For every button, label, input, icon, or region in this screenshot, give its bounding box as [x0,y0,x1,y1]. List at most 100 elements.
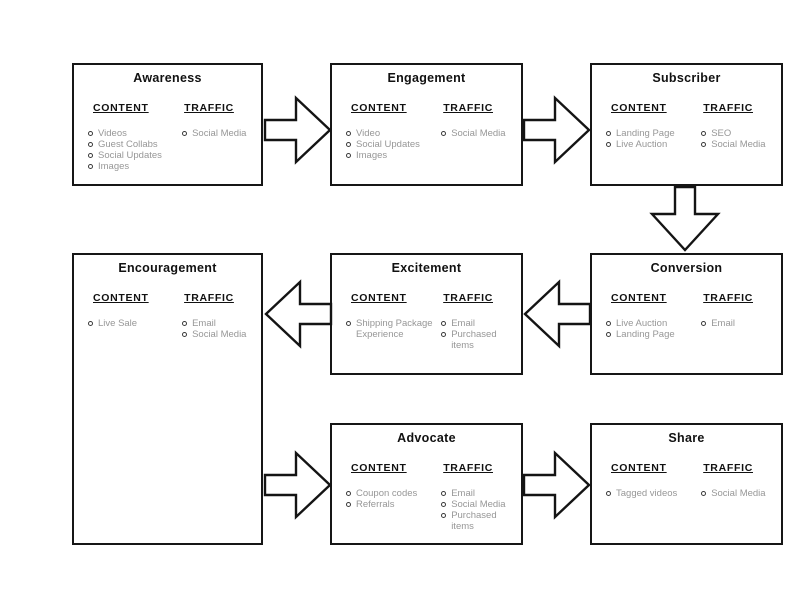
circle-bullet-icon [346,131,351,136]
list-item: Referrals [345,499,440,510]
content-list: Tagged videos [605,488,700,499]
content-column: CONTENT Live Sale [87,288,181,340]
list-item: Social Media [181,329,255,340]
stage-title-conversion: Conversion [650,261,723,275]
list-item: Live Auction [605,139,700,150]
list-item-label: Video [356,128,381,139]
circle-bullet-icon [88,153,93,158]
traffic-column-header: TRAFFIC [703,462,753,474]
circle-bullet-icon [182,332,188,337]
traffic-column-header: TRAFFIC [443,462,493,474]
circle-bullet-icon [606,321,611,326]
circle-bullet-icon [441,321,447,326]
list-item-label: Videos [98,128,127,139]
list-item-label: Social Media [451,128,506,139]
arrow-left-icon-conversion-to-excitement [523,279,592,349]
stage-title-advocate: Advocate [397,431,456,445]
content-column-header: CONTENT [611,292,667,304]
list-item-label: Email [451,488,475,499]
content-list: Shipping Package Experience [345,318,440,340]
stage-title-share: Share [668,431,705,445]
list-item-label: Tagged videos [616,488,678,499]
list-item: Shipping Package Experience [345,318,440,340]
list-item: Guest Collabs [87,139,181,150]
traffic-list: Social Media [700,488,775,499]
list-item-label: Live Auction [616,318,668,329]
circle-bullet-icon [88,131,93,136]
list-item-label: Social Media [192,128,247,139]
list-item: Social Media [181,128,255,139]
content-column-header: CONTENT [93,292,149,304]
arrow-right-icon-engagement-to-subscriber [522,95,591,165]
stage-title-encouragement: Encouragement [118,261,217,275]
traffic-column-header: TRAFFIC [703,102,753,114]
content-column-header: CONTENT [93,102,149,114]
circle-bullet-icon [606,131,611,136]
circle-bullet-icon [346,321,351,326]
circle-bullet-icon [701,142,707,147]
circle-bullet-icon [441,131,447,136]
list-item-label: Guest Collabs [98,139,158,150]
circle-bullet-icon [606,142,611,147]
traffic-column-header: TRAFFIC [184,292,234,304]
list-item-label: Email [192,318,216,329]
list-item-label: Live Sale [98,318,138,329]
list-item-label: Images [98,161,130,172]
list-item: Social Media [700,139,775,150]
list-item: Live Auction [605,318,700,329]
list-item: Tagged videos [605,488,700,499]
content-list: Live Sale [87,318,181,329]
traffic-list: Social Media [181,128,255,139]
circle-bullet-icon [701,321,707,326]
list-item-label: Live Auction [616,139,668,150]
content-column-header: CONTENT [351,292,407,304]
arrow-down-icon-subscriber-to-conversion [649,185,721,252]
circle-bullet-icon [182,131,188,136]
list-item-label: Social Media [192,329,247,340]
content-column-header: CONTENT [611,102,667,114]
list-item: Purchased items [440,510,515,532]
list-item: Landing Page [605,128,700,139]
stage-title-subscriber: Subscriber [652,71,721,85]
list-item: Social Media [440,499,515,510]
content-column-header: CONTENT [351,102,407,114]
list-item: Email [440,318,515,329]
list-item: Landing Page [605,329,700,340]
content-column-header: CONTENT [351,462,407,474]
arrow-left-icon-excitement-to-encouragement [264,279,333,349]
list-item-label: Social Updates [356,139,420,150]
stage-title-engagement: Engagement [387,71,466,85]
list-item-label: Coupon codes [356,488,418,499]
circle-bullet-icon [346,491,351,496]
stage-title-awareness: Awareness [133,71,202,85]
list-item-label: Images [356,150,388,161]
list-item: Coupon codes [345,488,440,499]
list-item: SEO [700,128,775,139]
list-item: Live Sale [87,318,181,329]
circle-bullet-icon [441,513,447,518]
list-item: Social Media [700,488,775,499]
list-item: Email [440,488,515,499]
